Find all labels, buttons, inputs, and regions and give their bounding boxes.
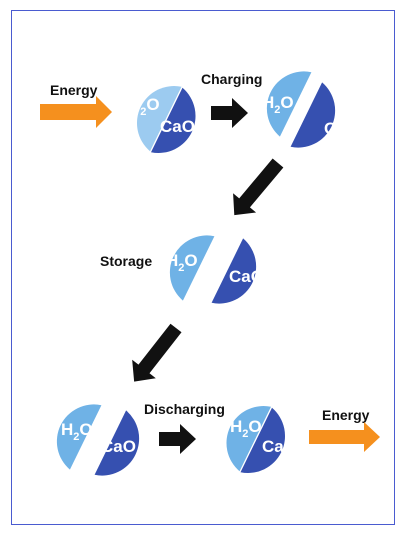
- h2o-half: [56, 404, 102, 470]
- energy-input-arrow: [40, 96, 112, 128]
- cao-half: [290, 82, 336, 148]
- storage-label: Storage: [100, 253, 152, 269]
- h2o-half: [266, 71, 312, 137]
- h2o-half: [226, 406, 271, 472]
- cao-half: [151, 87, 196, 153]
- h2o-half: [136, 86, 182, 152]
- h2o-label: H2O: [262, 93, 294, 116]
- transfer-arrow-1: [233, 158, 284, 216]
- transfer-arrow-2: [132, 323, 182, 382]
- h2o-label: H2O: [61, 420, 93, 443]
- stage-3-storage: H2O CaO: [166, 235, 264, 304]
- cao-label: CaO: [324, 119, 359, 138]
- cao-half: [94, 410, 140, 476]
- discharging-arrow: [159, 424, 196, 454]
- energy-output-label: Energy: [322, 407, 370, 423]
- stage-5-discharged: H2O CaO: [226, 406, 297, 473]
- cao-label: CaO: [101, 437, 136, 456]
- stage-1-combined: H2O CaO: [128, 86, 196, 153]
- h2o-label: H2O: [128, 95, 160, 118]
- charging-label: Charging: [201, 71, 262, 87]
- h2o-label: H2O: [166, 251, 198, 274]
- cao-half: [211, 238, 257, 304]
- h2o-half: [169, 235, 215, 301]
- stage-2-charged: H2O CaO: [262, 71, 359, 148]
- energy-output-arrow: [309, 422, 380, 452]
- charging-arrow: [211, 98, 248, 128]
- energy-input-label: Energy: [50, 82, 98, 98]
- h2o-label: H2O: [230, 417, 262, 440]
- cao-label: CaO: [229, 267, 264, 286]
- discharging-label: Discharging: [144, 401, 225, 417]
- stage-4-pre-discharge: H2O CaO: [56, 404, 140, 476]
- cao-half: [240, 407, 286, 473]
- cao-label: CaO: [262, 437, 297, 456]
- cao-label: CaO: [160, 117, 195, 136]
